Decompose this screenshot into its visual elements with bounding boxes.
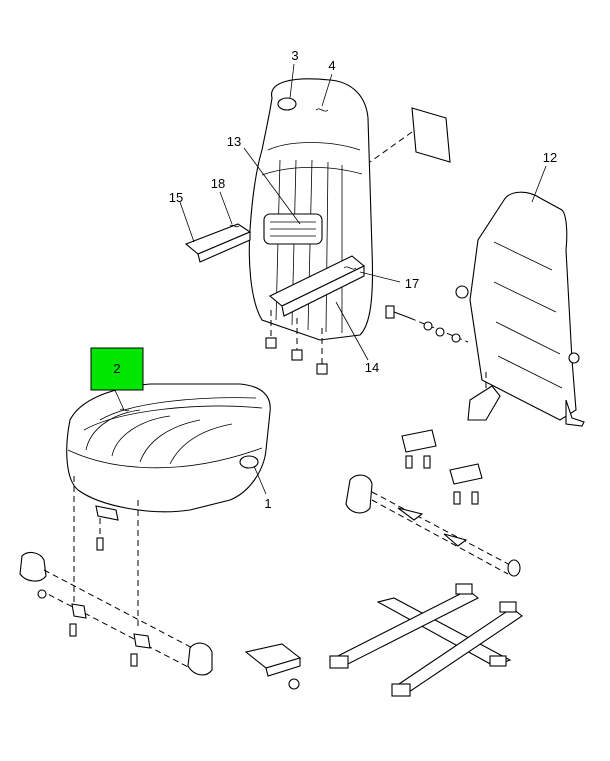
base-assembly-lower	[328, 583, 523, 697]
leader-lines	[113, 63, 547, 495]
callout-labels: 2 3 4 13 18 15 12 17 14 1	[90, 48, 557, 511]
callout-18[interactable]: 18	[211, 176, 225, 191]
callout-3[interactable]: 3	[291, 48, 298, 63]
seat-back-frame	[385, 191, 585, 427]
callout-15[interactable]: 15	[169, 190, 183, 205]
callout-12[interactable]: 12	[543, 150, 557, 165]
right-armrest	[268, 255, 366, 317]
seat-cushion	[66, 383, 271, 513]
back-bracket	[369, 107, 451, 163]
frame-fastener	[385, 305, 469, 343]
left-armrest	[184, 223, 252, 263]
lower-rail-left	[19, 551, 302, 690]
callout-2[interactable]: 2	[113, 361, 120, 376]
base-assembly-upper	[345, 429, 521, 577]
callout-1[interactable]: 1	[264, 496, 271, 511]
callout-13[interactable]: 13	[227, 134, 241, 149]
callout-17[interactable]: 17	[405, 276, 419, 291]
callout-14[interactable]: 14	[365, 360, 379, 375]
seat-back	[184, 78, 451, 375]
highlight-box	[90, 347, 144, 391]
callout-4[interactable]: 4	[328, 58, 335, 73]
lumbar-support	[263, 213, 323, 245]
